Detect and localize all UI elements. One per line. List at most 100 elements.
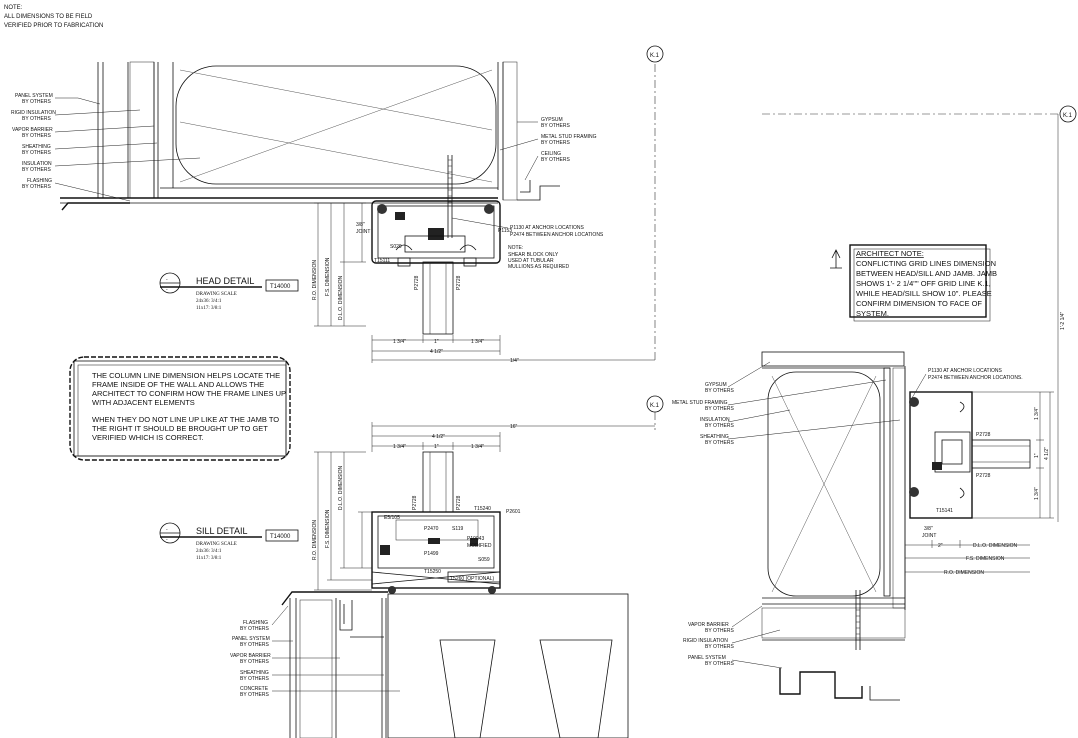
jamb-label-gypsum: GYPSUM xyxy=(705,382,727,388)
sill-drawing-scale: DRAWING SCALE xyxy=(196,542,237,547)
head-left-labels: PANEL SYSTEM BY OTHERS RIGID INSULATION … xyxy=(11,93,201,202)
label-by-others: BY OTHERS xyxy=(22,184,51,190)
shear-note-3: MULLIONS AS REQUIRED xyxy=(508,264,570,270)
joint-size: 3/8" xyxy=(356,222,365,228)
sill-part-s119: S119 xyxy=(452,526,464,532)
sill-dim-right: 1 3/4" xyxy=(471,444,484,450)
sill-ro-dimension: R.O. DIMENSION xyxy=(312,520,318,560)
note-line-2: VERIFIED PRIOR TO FABRICATION xyxy=(4,23,103,29)
head-scale-1: 24x36: 3/4:1 xyxy=(196,299,222,304)
head-dim-total: 4 1/2" xyxy=(430,349,443,355)
sill-label-sheathing: SHEATHING xyxy=(240,670,269,676)
sill-label-flashing: FLASHING xyxy=(243,620,268,626)
label-rigid-insulation: RIGID INSULATION xyxy=(11,110,56,116)
label-by-others: BY OTHERS xyxy=(22,150,51,156)
sill-label-by-others: BY OTHERS xyxy=(240,626,269,632)
cloud-note-line-2: FRAME INSIDE OF THE WALL AND ALLOWS THE xyxy=(92,380,264,389)
label-ceiling: CEILING xyxy=(541,151,561,157)
part-t15111: T15111 xyxy=(374,258,390,264)
label-by-others: BY OTHERS xyxy=(541,140,570,146)
sill-part-p2601: P2601 xyxy=(506,509,521,515)
jamb-dim-total: 4 1/2" xyxy=(1044,447,1050,460)
jamb-dim-2: 1" xyxy=(1034,453,1040,458)
shear-note-1: SHEAR BLOCK ONLY xyxy=(508,252,559,258)
sill-dim-left: 1 3/4" xyxy=(393,444,406,450)
jamb-gypsum xyxy=(761,351,905,367)
sill-part-t15250: T15250 xyxy=(424,569,441,575)
svg-text:-: - xyxy=(166,527,168,533)
general-note: NOTE: ALL DIMENSIONS TO BE FIELD VERIFIE… xyxy=(4,5,103,29)
head-dim-right: 1 3/4" xyxy=(471,339,484,345)
cloud-note-line-6: THE RIGHT IT SHOULD BE BROUGHT UP TO GET xyxy=(92,424,268,433)
sill-dim-grid: 16" xyxy=(510,424,518,430)
sill-fs-dimension: F.S. DIMENSION xyxy=(325,509,331,548)
architect-note-line-5: CONFIRM DIMENSION TO FACE OF xyxy=(856,299,982,308)
cloud-note-line-4: WITH ADJACENT ELEMENTS xyxy=(92,398,195,407)
shear-note-2: USED AT TUBULAR xyxy=(508,258,554,264)
sill-label-by-others: BY OTHERS xyxy=(240,676,269,682)
sill-label-by-others: BY OTHERS xyxy=(240,659,269,665)
sill-scale-1: 24x36: 3/4:1 xyxy=(196,549,222,554)
head-anchor-note-2: P2474 BETWEEN ANCHOR LOCATIONS xyxy=(510,232,604,238)
head-drawing-scale: DRAWING SCALE xyxy=(196,292,237,297)
architect-note-line-3: SHOWS 1'- 2 1/4"" OFF GRID LINE K.1, xyxy=(856,279,991,288)
svg-text:-: - xyxy=(166,287,168,293)
jamb-label-by-others: BY OTHERS xyxy=(705,661,734,667)
jamb-anchor-note-2: P2474 BETWEEN ANCHOR LOCATIONS. xyxy=(928,375,1023,381)
sill-tag: T14000 xyxy=(270,534,291,540)
head-title-text: HEAD DETAIL xyxy=(196,276,254,286)
jamb-label-by-others: BY OTHERS xyxy=(705,406,734,412)
grid-bubble-k1-sill xyxy=(646,395,664,413)
head-dlo-dimension: D.L.O. DIMENSION xyxy=(338,275,344,320)
label-by-others: BY OTHERS xyxy=(541,123,570,129)
sill-part-e5: E5/105 xyxy=(384,515,400,521)
head-detail: P1153 S029 T15111 P2728 P2728 3/8" JOINT… xyxy=(11,45,664,364)
label-gypsum: GYPSUM xyxy=(541,117,563,123)
jamb-anchor-note-1: P1130 AT ANCHOR LOCATIONS xyxy=(928,368,1002,374)
label-panel-system: PANEL SYSTEM xyxy=(15,93,53,99)
sill-dlo-dimension: D.L.O. DIMENSION xyxy=(338,465,344,510)
sill-part-p2728-left: P2728 xyxy=(412,495,418,510)
jamb-label-sheathing: SHEATHING xyxy=(700,434,729,440)
gypsum-board xyxy=(502,61,518,201)
head-fs-dimension: F.S. DIMENSION xyxy=(325,257,331,296)
jamb-label-metal-stud: METAL STUD FRAMING xyxy=(672,400,728,406)
head-scale-2: 11x17: 3/8:1 xyxy=(196,306,222,311)
label-vapor-barrier: VAPOR BARRIER xyxy=(12,127,53,133)
jamb-label-by-others: BY OTHERS xyxy=(705,628,734,634)
label-by-others: BY OTHERS xyxy=(541,157,570,163)
sill-part-p2470: P2470 xyxy=(424,526,439,532)
jamb-grid-dimension: 1'-2 1/4" xyxy=(1060,311,1066,330)
architect-note: ARCHITECT NOTE: CONFLICTING GRID LINES D… xyxy=(830,244,997,322)
architect-note-line-2: BETWEEN HEAD/SILL AND JAMB. JAMB xyxy=(856,269,997,278)
head-detail-title: - - HEAD DETAIL DRAWING SCALE 24x36: 3/4… xyxy=(159,272,299,311)
note-line-1: ALL DIMENSIONS TO BE FIELD xyxy=(4,14,93,20)
jamb-batt-insulation xyxy=(767,371,881,597)
jamb-part-p2728-bottom: P2728 xyxy=(976,473,991,479)
column-line-note-cloud: THE COLUMN LINE DIMENSION HELPS LOCATE T… xyxy=(69,356,291,461)
jamb-rigid-insulation xyxy=(761,607,906,639)
sill-detail-title: - - SILL DETAIL DRAWING SCALE 24x36: 3/4… xyxy=(159,522,299,561)
part-s029: S029 xyxy=(390,244,402,250)
svg-text:-: - xyxy=(166,277,168,283)
sill-label-panel-system: PANEL SYSTEM xyxy=(232,636,270,642)
sill-part-modified: MODIFIED xyxy=(467,543,492,549)
jamb-label-by-others: BY OTHERS xyxy=(705,388,734,394)
jamb-part-p2728-top: P2728 xyxy=(976,432,991,438)
head-dim-grid: 1/4" xyxy=(510,358,519,364)
shear-note-heading: NOTE: xyxy=(508,245,523,251)
head-tag: T14000 xyxy=(270,284,291,290)
sill-part-p19043: P19043 xyxy=(467,536,484,542)
glazing-unit xyxy=(422,261,454,335)
sill-rigid-insulation xyxy=(299,599,333,738)
jamb-joint-size: 3/8" xyxy=(924,526,933,532)
sill-part-t5260: T5260 (OPTIONAL) xyxy=(450,576,495,582)
note-heading: NOTE: xyxy=(4,5,23,11)
rigid-insulation xyxy=(129,61,155,199)
head-frame-profile xyxy=(371,200,501,264)
head-dim-left: 1 3/4" xyxy=(393,339,406,345)
batt-insulation xyxy=(175,65,497,185)
jamb-dim-1: 1 3/4" xyxy=(1034,407,1040,420)
sill-scale-2: 11x17: 3/8:1 xyxy=(196,556,222,561)
